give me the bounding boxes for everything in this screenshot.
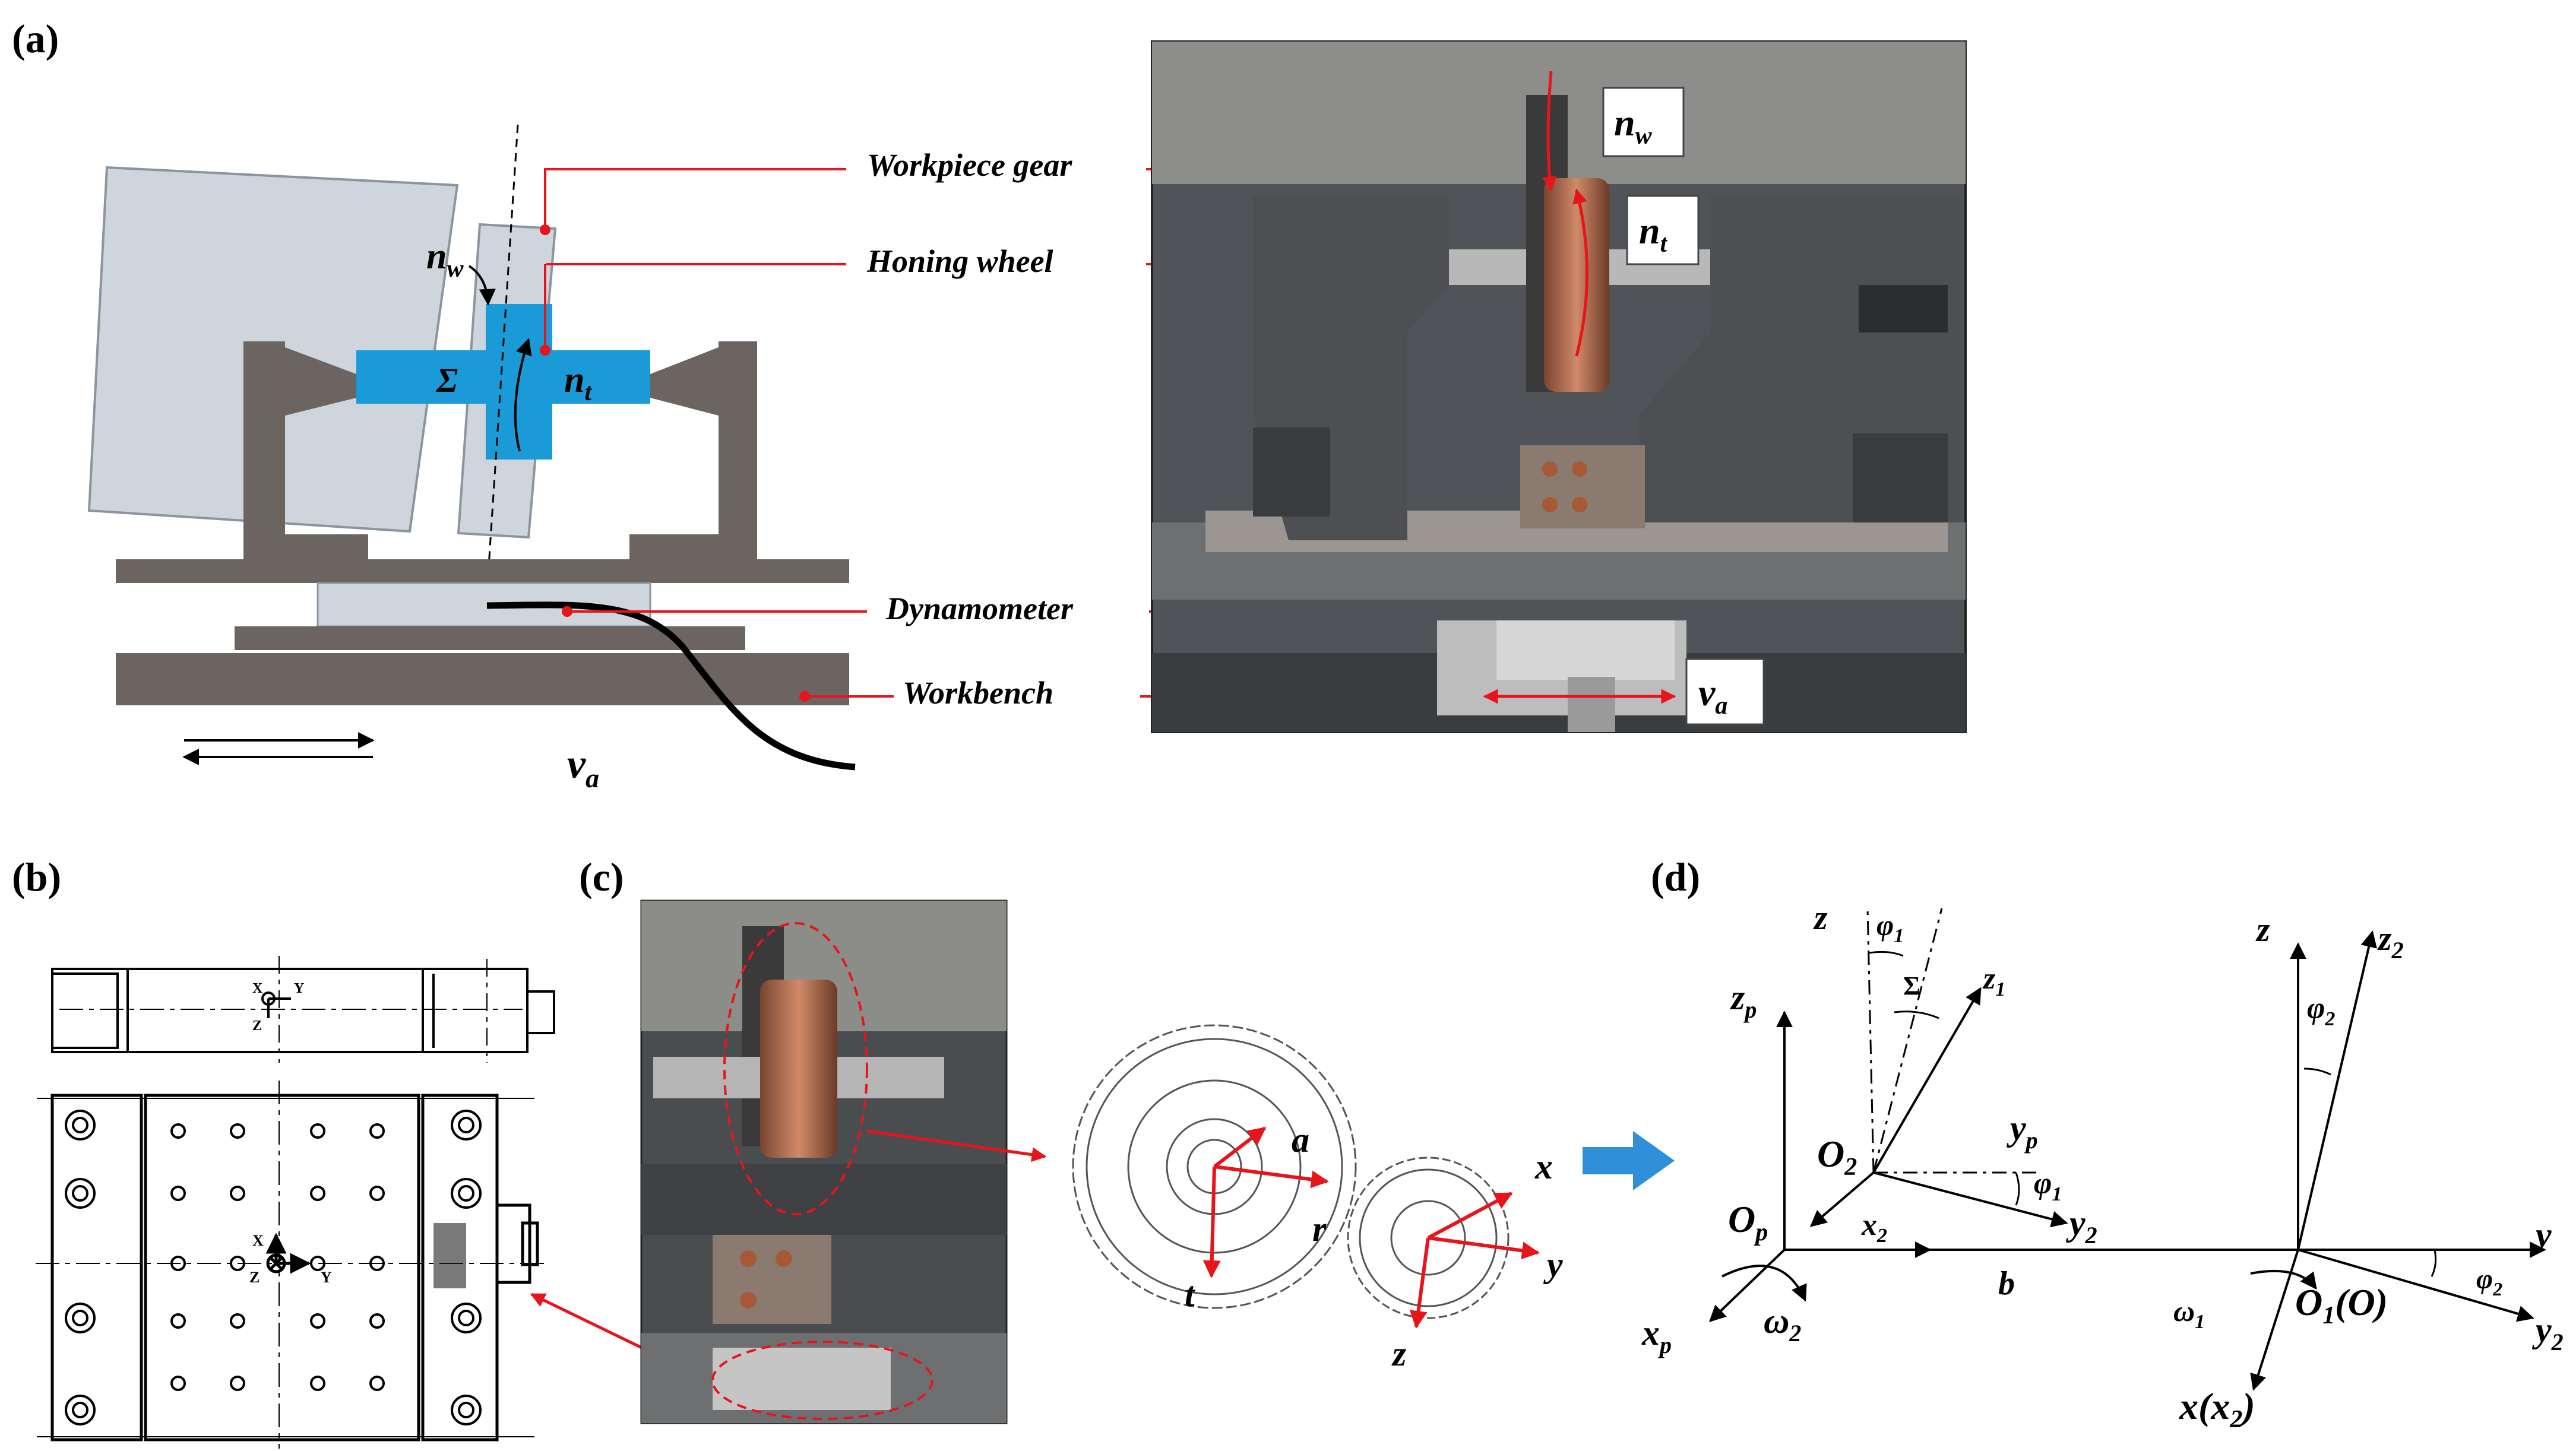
coordinate-axes xyxy=(1708,930,2546,1391)
dynamometer-highlight-ellipse xyxy=(711,1341,933,1420)
small-gear-drawing xyxy=(1347,1157,1509,1319)
callout-workbench: Workbench xyxy=(903,675,1053,711)
label-zp: zp xyxy=(1730,978,1757,1023)
label-yp: yp xyxy=(2007,1108,2038,1154)
photo-nt-box xyxy=(1626,195,1700,265)
top-axis-x: X xyxy=(252,1232,264,1249)
closeup-photo xyxy=(640,899,1008,1424)
right-bracket xyxy=(629,341,757,561)
dynamometer-side-view xyxy=(51,956,555,1063)
label-z-right: z xyxy=(2255,910,2270,949)
force-label-z: z xyxy=(1391,1334,1407,1373)
label-O2: O2 xyxy=(1817,1133,1857,1181)
photo-va-box xyxy=(1685,658,1765,726)
label-phi2: φ2 xyxy=(2476,1263,2502,1300)
label-sigma: Σ xyxy=(1903,971,1920,1000)
left-bracket xyxy=(243,341,368,561)
label-phi1-top: φ1 xyxy=(1876,908,1904,947)
side-axis-x: X xyxy=(252,981,263,996)
label-omega2: ω2 xyxy=(1764,1301,1801,1347)
workbench-body xyxy=(116,653,849,705)
force-label-t: t xyxy=(1185,1275,1196,1314)
panel-d-tag: (d) xyxy=(1651,854,1700,899)
right-cone xyxy=(650,347,719,416)
label-z1: z1 xyxy=(1982,962,2005,1000)
photo-nw-label: nw xyxy=(1614,102,1653,150)
panel-b-tag: (b) xyxy=(12,854,61,899)
panel-c: (c) xyxy=(579,854,1563,1424)
va-label: va xyxy=(567,742,599,793)
schematic-drawing: Σ nt nw va xyxy=(87,124,856,793)
panel-a-tag: (a) xyxy=(12,16,59,61)
callout-honing-wheel: Honing wheel xyxy=(866,243,1053,279)
photo-va-label: va xyxy=(1698,671,1727,720)
panel-c-tag: (c) xyxy=(579,854,624,899)
reference-lines xyxy=(1866,908,2437,1277)
panel-a: (a) Σ nt nw xyxy=(12,16,1967,793)
nt-rotation-arrow xyxy=(514,338,532,452)
top-base-plate xyxy=(116,559,849,583)
force-label-r: r xyxy=(1312,1209,1327,1249)
center-axis xyxy=(485,124,519,612)
gear-highlight-ellipse xyxy=(723,922,868,1215)
nt-label: nt xyxy=(564,360,592,406)
left-cone xyxy=(285,347,356,416)
top-axis-y: Y xyxy=(321,1269,332,1286)
force-label-x: x xyxy=(1534,1147,1553,1186)
label-y-right: y xyxy=(2532,1215,2552,1254)
side-axis-y: Y xyxy=(294,981,304,996)
photo-nw-arrow xyxy=(1542,71,1557,192)
label-Op: Op xyxy=(1728,1198,1768,1246)
photo-nt-arrow xyxy=(1572,188,1588,357)
label-phi2-top: φ2 xyxy=(2307,991,2335,1030)
connector-label-block xyxy=(433,1223,466,1288)
label-z2-right: z2 xyxy=(2377,919,2404,964)
label-omega1: ω1 xyxy=(2173,1294,2205,1333)
callout-dynamometer: Dynamometer xyxy=(885,591,1074,626)
machine-photo xyxy=(1151,40,1967,733)
top-view-axes xyxy=(265,1233,311,1274)
label-y2-left: y2 xyxy=(2066,1203,2097,1249)
force-arrows xyxy=(1202,1126,1540,1329)
label-x2: x2 xyxy=(1861,1208,1887,1247)
photo-nw-box xyxy=(1602,87,1685,157)
label-x-x2: x(x2) xyxy=(2179,1385,2255,1433)
transition-block-arrow xyxy=(1583,1131,1675,1190)
label-O1: O1(O) xyxy=(2295,1281,2388,1329)
label-b: b xyxy=(1998,1265,2015,1302)
link-arrow-photo-to-gears xyxy=(866,1129,1047,1162)
panel-b: (b) X Y Z xyxy=(12,854,729,1449)
callout-workpiece-gear: Workpiece gear xyxy=(867,147,1072,183)
top-axis-z: Z xyxy=(249,1269,260,1286)
nw-rotation-arrow xyxy=(468,265,496,306)
force-label-a: a xyxy=(1292,1120,1309,1159)
dynamometer-cable xyxy=(486,601,856,771)
side-axis-z: Z xyxy=(252,1018,262,1034)
label-y2-right: y2 xyxy=(2532,1310,2564,1355)
label-phi1: φ1 xyxy=(2034,1167,2062,1205)
force-label-y: y xyxy=(1543,1245,1563,1284)
sigma-label: Σ xyxy=(436,361,458,400)
panel-d: (d) xyxy=(1641,854,2564,1433)
photo-nt-label: nt xyxy=(1639,210,1668,258)
bolt-holes xyxy=(65,1110,482,1425)
nw-label: nw xyxy=(426,236,464,283)
label-z: z xyxy=(1813,898,1828,937)
label-xp: xp xyxy=(1641,1313,1672,1358)
